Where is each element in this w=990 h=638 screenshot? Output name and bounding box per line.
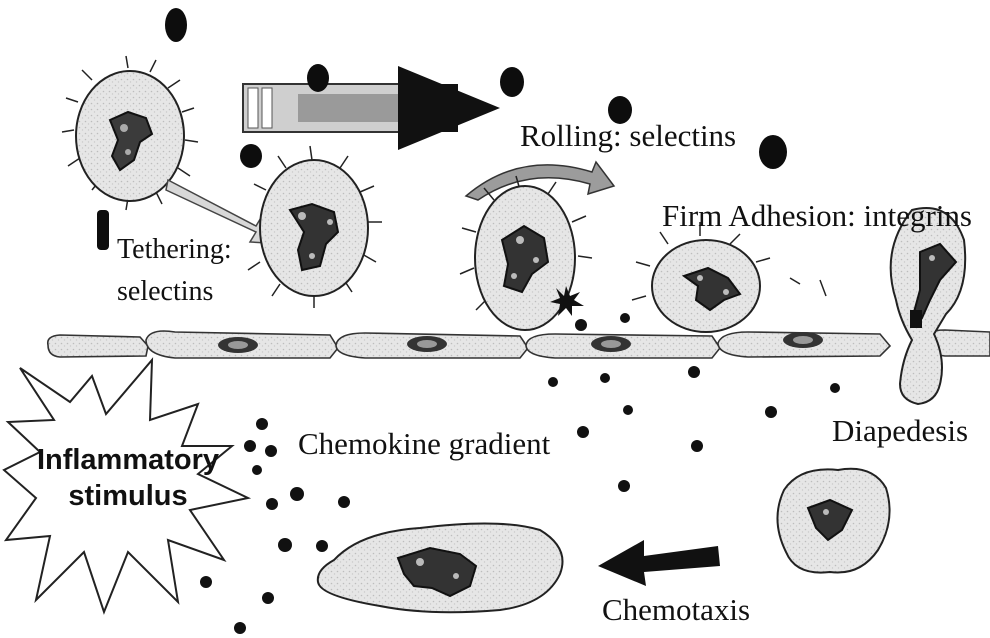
label-tethering-line2: selectins [117,278,213,306]
blood-flow-arrow [243,66,500,150]
leukocyte-tethering [248,146,382,308]
endothelium-layer [48,330,990,358]
leukocyte-at-site [318,523,563,612]
leukocyte-diapedesis [891,208,966,404]
label-chemotaxis: Chemotaxis [602,594,750,625]
label-firm-adhesion-integrins: Firm Adhesion: integrins [662,200,972,231]
label-stimulus-line1: Inflammatory [8,446,248,475]
label-tethering-line1: Tethering: [117,236,232,264]
label-diapedesis: Diapedesis [832,415,968,446]
label-rolling-selectins: Rolling: selectins [520,120,736,151]
label-stimulus-line2: stimulus [8,482,248,511]
leukocyte-adhered [632,222,826,332]
chemotaxis-arrow [598,540,720,586]
label-chemokine-gradient: Chemokine gradient [298,428,550,459]
leukocyte-migrating [777,469,889,573]
